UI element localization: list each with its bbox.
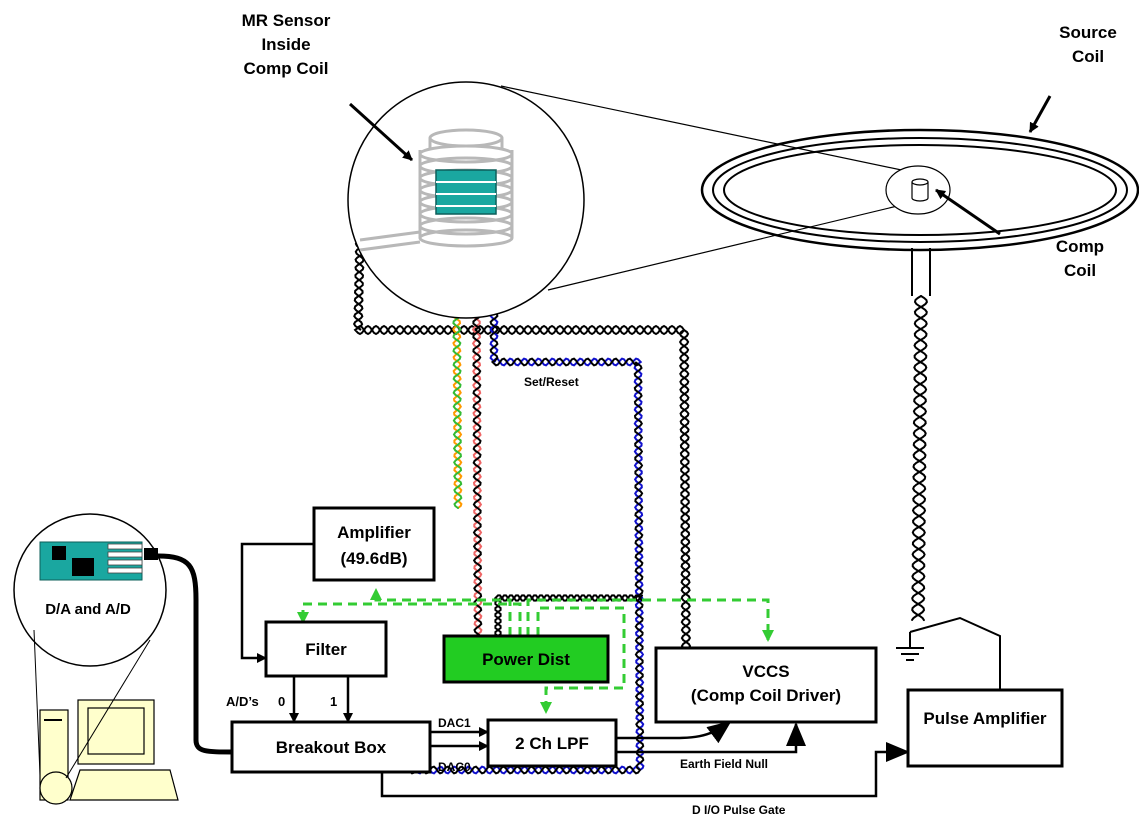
breakout-box-label: Breakout Box bbox=[276, 738, 387, 757]
daq-card-label: D/A and A/D bbox=[45, 601, 131, 618]
lpf-block bbox=[486, 718, 618, 768]
comp-coil-wire-strand-b bbox=[353, 239, 692, 649]
power-dist-block bbox=[442, 634, 610, 684]
comp-coil-wire-strand-a bbox=[352, 239, 692, 649]
pulse-amplifier-block bbox=[906, 688, 1064, 768]
breakout-box-block bbox=[230, 720, 432, 774]
filter-block bbox=[264, 620, 388, 678]
ground-icon bbox=[896, 616, 1001, 690]
comp-coil-label-1: Comp bbox=[1056, 237, 1104, 256]
power-dist-label: Power Dist bbox=[482, 650, 570, 669]
vccs-block bbox=[654, 646, 878, 724]
daq-card-magnifier bbox=[13, 513, 167, 779]
pulse-gate-label: D I/O Pulse Gate bbox=[692, 803, 786, 816]
vccs-subtitle: (Comp Coil Driver) bbox=[691, 686, 841, 705]
mr-sensor-label-3: Comp Coil bbox=[244, 59, 329, 78]
dac1-label: DAC1 bbox=[438, 716, 471, 730]
comp-coil-label-2: Coil bbox=[1064, 261, 1096, 280]
set-reset-label: Set/Reset bbox=[524, 375, 579, 389]
lpf-label: 2 Ch LPF bbox=[515, 734, 589, 753]
amplifier-gain: (49.6dB) bbox=[340, 549, 407, 568]
power-distribution-lines bbox=[297, 588, 774, 714]
amplifier-title: Amplifier bbox=[337, 523, 411, 542]
source-coil-wire-strand-a bbox=[911, 295, 928, 622]
computer-icon bbox=[39, 699, 179, 805]
mr-sensor-label-2: Inside bbox=[261, 35, 310, 54]
comp-coil-winding bbox=[359, 128, 514, 252]
source-coil-label-2: Coil bbox=[1072, 47, 1104, 66]
ad-label: A/D’s bbox=[226, 694, 259, 709]
filter-label: Filter bbox=[305, 640, 347, 659]
mr-sensor-chip bbox=[435, 169, 497, 215]
daq-cable bbox=[157, 553, 235, 755]
source-coil-wire-strand-b bbox=[911, 295, 928, 621]
dac0-label: DAC0 bbox=[438, 760, 471, 774]
source-coil bbox=[700, 128, 1139, 296]
ad-channel-0-label: 0 bbox=[278, 694, 285, 709]
set-reset-wire-strand-b bbox=[407, 213, 645, 775]
ad-channel-1-label: 1 bbox=[330, 694, 337, 709]
earth-field-null-label: Earth Field Null bbox=[680, 757, 768, 771]
signal-connections bbox=[240, 542, 910, 798]
comp-coil-small bbox=[885, 165, 951, 215]
amplifier-block bbox=[312, 506, 436, 582]
mr-sensor-label-1: MR Sensor bbox=[242, 11, 331, 30]
source-coil-label-1: Source bbox=[1059, 23, 1117, 42]
pulse-amplifier-label: Pulse Amplifier bbox=[923, 709, 1047, 728]
vccs-title: VCCS bbox=[742, 662, 789, 681]
label-pointers bbox=[348, 95, 1052, 236]
